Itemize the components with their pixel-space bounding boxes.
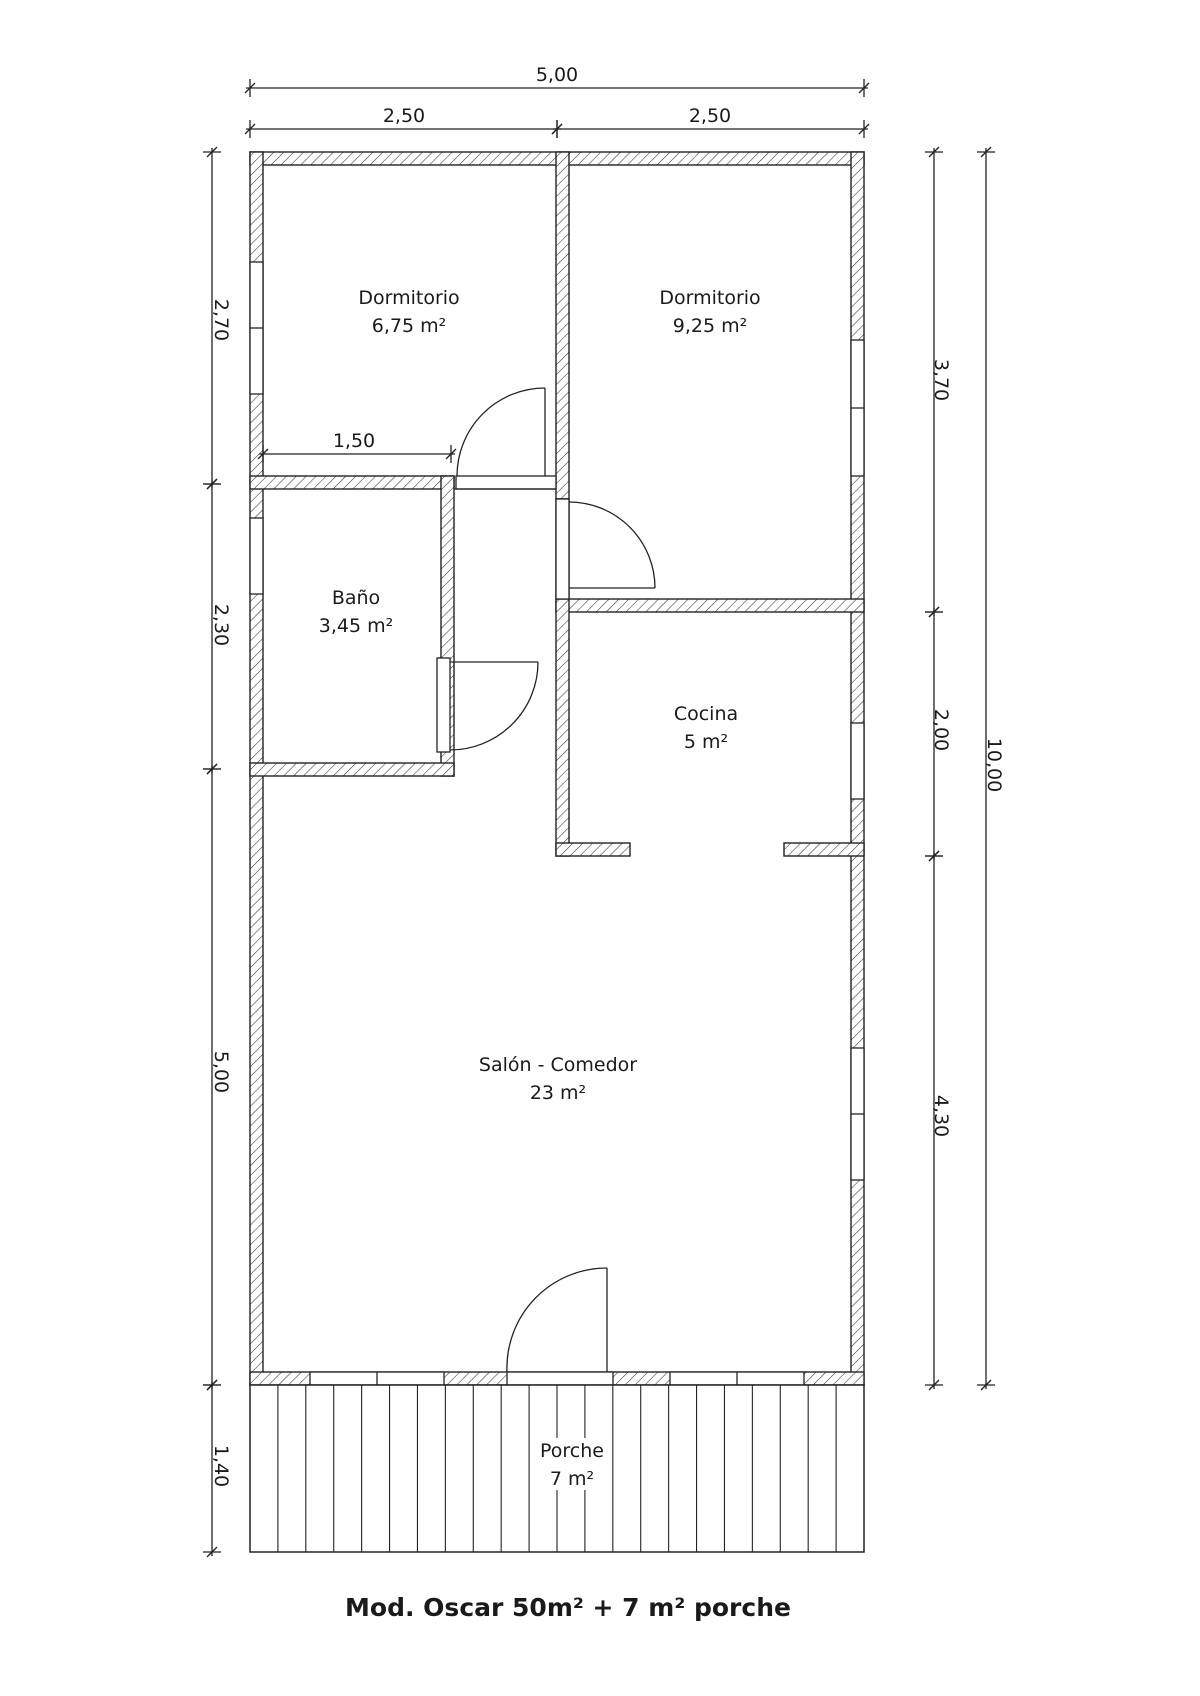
- room-labels: Dormitorio 6,75 m² Dormitorio 9,25 m² Ba…: [319, 287, 761, 1490]
- wall-kitchen-stub-right: [783, 842, 865, 857]
- dim-line-top-right-tick: [858, 123, 870, 135]
- dim-top-total: 5,00: [536, 64, 578, 86]
- dim-line-right-3-tick: [928, 850, 940, 862]
- dim-line-bano-width-tick: [445, 448, 457, 460]
- room-area-cocina: 5 m²: [684, 731, 728, 753]
- dim-left-3: 5,00: [210, 1051, 232, 1093]
- room-name-cocina: Cocina: [674, 703, 738, 725]
- dim-line-top-right-tick: [551, 123, 563, 135]
- room-name-porche: Porche: [540, 1440, 604, 1462]
- door-swing-dorm2: [568, 501, 656, 589]
- dim-left-1: 2,70: [210, 299, 232, 341]
- dim-line-right-1-tick: [928, 146, 940, 158]
- dim-right-2: 2,00: [930, 709, 952, 751]
- dim-line-left-4-tick: [206, 1546, 218, 1558]
- dim-bano-width: 1,50: [333, 430, 375, 452]
- door-frame-dorm2: [555, 498, 570, 600]
- dim-line-left-3-tick: [206, 763, 218, 775]
- wall-dorm2-bottom: [555, 598, 865, 613]
- wall-dorm1-bottom: [249, 475, 455, 490]
- room-name-bano: Baño: [332, 587, 380, 609]
- room-area-porche: 7 m²: [550, 1468, 594, 1490]
- door-swing-bano: [449, 661, 539, 751]
- dim-line-top-left-tick: [244, 123, 256, 135]
- room-area-dorm1: 6,75 m²: [372, 315, 446, 337]
- room-area-salon: 23 m²: [530, 1082, 586, 1104]
- wall-kitchen-stub-left: [555, 842, 631, 857]
- dimension-labels: 5,00 2,50 2,50 1,50 2,70 2,30 5,00 1,40 …: [210, 64, 1005, 1487]
- dimension-lines: [203, 79, 995, 1558]
- dim-left-4: 1,40: [210, 1445, 232, 1487]
- dim-line-left-2-tick: [206, 478, 218, 490]
- dim-line-left-1-tick: [206, 146, 218, 158]
- dim-left-2: 2,30: [210, 604, 232, 646]
- room-name-dorm2: Dormitorio: [659, 287, 760, 309]
- dim-top-right: 2,50: [689, 105, 731, 127]
- wall-kitchen-left: [555, 598, 570, 857]
- window-bano-left: [249, 517, 264, 595]
- dim-line-top-total-tick: [858, 82, 870, 94]
- dim-line-bano-width-tick: [257, 448, 269, 460]
- room-area-bano: 3,45 m²: [319, 615, 393, 637]
- dim-right-3: 4,30: [930, 1095, 952, 1137]
- porch-deck: [249, 1384, 865, 1553]
- walls: [249, 151, 865, 1386]
- dim-line-right-2-tick: [928, 606, 940, 618]
- wall-bano-bottom: [249, 762, 455, 777]
- plan-title: Mod. Oscar 50m² + 7 m² porche: [345, 1593, 791, 1622]
- entrance-opening: [506, 1371, 614, 1386]
- door-swing-dorm1: [456, 387, 546, 477]
- porch-label-bg: [532, 1438, 612, 1490]
- door-swing-entrance: [506, 1267, 608, 1373]
- wall-bedroom-divider: [555, 151, 570, 500]
- room-name-dorm1: Dormitorio: [358, 287, 459, 309]
- dim-right-total: 10,00: [983, 738, 1005, 792]
- dim-line-right-total-tick: [980, 1379, 992, 1391]
- door-frame-bano: [436, 657, 451, 753]
- window-kitchen-right: [850, 722, 865, 800]
- room-area-dorm2: 9,25 m²: [673, 315, 747, 337]
- door-frame-dorm1: [455, 475, 557, 490]
- room-name-salon: Salón - Comedor: [479, 1054, 637, 1076]
- dim-top-left: 2,50: [383, 105, 425, 127]
- dim-line-left-4-tick: [206, 1379, 218, 1391]
- doors: [436, 387, 656, 1373]
- dim-right-1: 3,70: [930, 359, 952, 401]
- dim-line-right-total-tick: [980, 146, 992, 158]
- dim-line-right-3-tick: [928, 1379, 940, 1391]
- dim-line-top-total-tick: [244, 82, 256, 94]
